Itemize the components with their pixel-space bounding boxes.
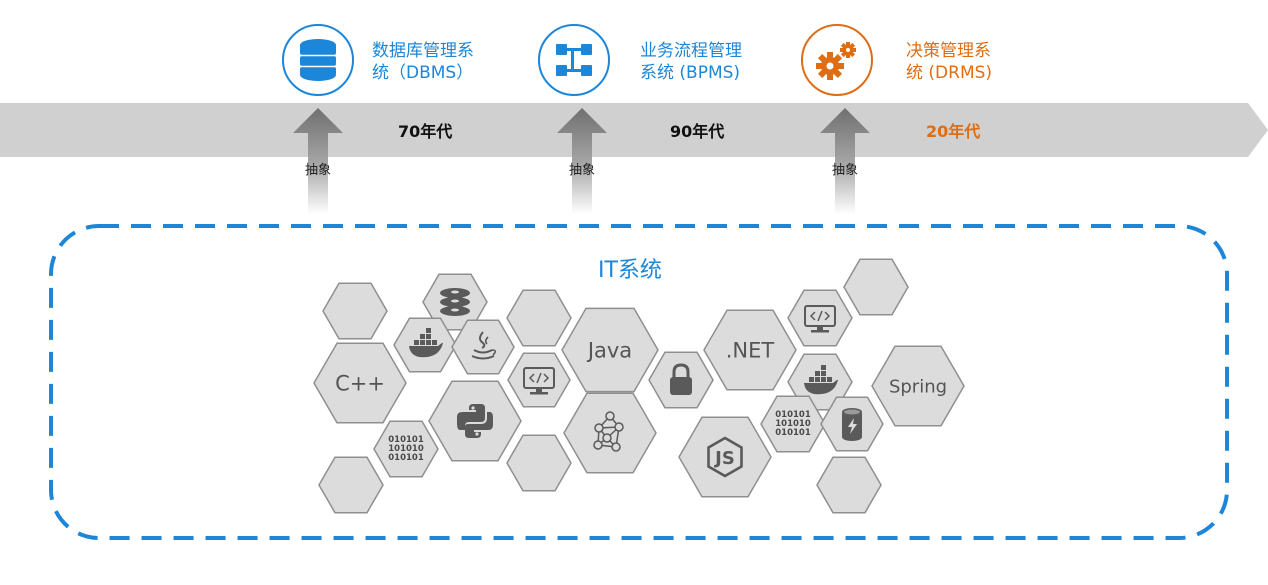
stage-label-dbms-line1: 数据库管理系 bbox=[372, 41, 474, 61]
era-label-70s: 70年代 bbox=[398, 122, 453, 141]
hexagon-tile: Spring bbox=[871, 345, 965, 427]
stage-label-drms-line1: 决策管理系 bbox=[906, 41, 991, 61]
hexagon-tile bbox=[820, 396, 884, 452]
stage-label-bpms: 业务流程管理 系统 (BPMS) bbox=[640, 40, 742, 84]
binary-text: 010101 bbox=[775, 410, 811, 420]
lock-icon bbox=[670, 363, 692, 395]
database-flash-icon bbox=[842, 408, 862, 441]
binary-text: 010101 bbox=[775, 428, 811, 438]
stage-label-bpms-line1: 业务流程管理 bbox=[640, 41, 742, 61]
hexagon-tile bbox=[507, 352, 571, 408]
hexagon-tile bbox=[816, 456, 882, 514]
binary-text: 010101 bbox=[388, 435, 424, 445]
hexagon-tile: .NET bbox=[703, 309, 797, 391]
hexagon-tile bbox=[787, 289, 853, 347]
abstraction-label-2: 抽象 bbox=[569, 163, 596, 178]
stage-circle-bpms bbox=[538, 24, 610, 96]
stage-label-bpms-line2: 系统 (BPMS) bbox=[640, 63, 741, 83]
nodejs-icon: JS bbox=[707, 436, 743, 478]
hexagon-tile bbox=[563, 392, 657, 474]
hexagon-label: Java bbox=[586, 338, 632, 362]
docker-icon bbox=[409, 328, 443, 358]
hexagon-tile bbox=[648, 351, 714, 409]
java-cup-icon bbox=[471, 331, 497, 360]
workflow-icon bbox=[556, 44, 592, 76]
binary-text: 101010 bbox=[775, 419, 811, 429]
it-system-title: IT系统 bbox=[598, 258, 662, 283]
hexagon-tile bbox=[422, 273, 488, 331]
monitor-code-icon bbox=[523, 367, 555, 395]
abstraction-arrow-1 bbox=[293, 108, 343, 214]
stage-label-drms-line2: 统 (DRMS) bbox=[906, 63, 993, 83]
hexagon-tile bbox=[393, 317, 457, 373]
hexagon-tile bbox=[428, 380, 522, 462]
docker-icon bbox=[804, 365, 838, 395]
abstraction-arrow-2 bbox=[557, 108, 607, 214]
hexagon-tile bbox=[451, 319, 515, 375]
stage-circle-dbms bbox=[282, 24, 354, 96]
stage-label-drms: 决策管理系 统 (DRMS) bbox=[906, 40, 992, 84]
hexagon-tile bbox=[506, 289, 572, 347]
hexagon-label: .NET bbox=[726, 338, 775, 362]
python-icon bbox=[457, 404, 493, 438]
hexagon-tile bbox=[506, 434, 572, 492]
svg-text:JS: JS bbox=[713, 448, 735, 469]
binary-text: 101010 bbox=[388, 444, 424, 454]
hexagon-label: C++ bbox=[335, 371, 385, 395]
hexagon-tile bbox=[318, 456, 384, 514]
hexagon-tile bbox=[843, 258, 909, 316]
binary-text: 010101 bbox=[388, 453, 424, 463]
hexagon-tile bbox=[322, 282, 388, 340]
stage-circle-drms bbox=[801, 24, 873, 96]
era-label-20s: 20年代 bbox=[926, 122, 981, 141]
gears-icon bbox=[816, 42, 856, 80]
hexagon-label: Spring bbox=[889, 376, 947, 397]
monitor-code-icon bbox=[804, 305, 836, 333]
era-label-90s: 90年代 bbox=[670, 122, 725, 141]
abstraction-arrow-3 bbox=[820, 108, 870, 214]
abstraction-label-1: 抽象 bbox=[305, 163, 332, 178]
database-icon bbox=[300, 39, 336, 81]
disk-stack-icon bbox=[440, 288, 470, 316]
stage-label-dbms: 数据库管理系 统（DBMS） bbox=[372, 40, 474, 84]
hexagon-tile: JS bbox=[678, 416, 772, 498]
network-graph-icon bbox=[593, 411, 624, 452]
hexagon-tile: C++ bbox=[313, 342, 407, 424]
hexagon-tile: Java bbox=[561, 307, 659, 393]
abstraction-label-3: 抽象 bbox=[832, 163, 859, 178]
stage-label-dbms-line2: 统（DBMS） bbox=[372, 63, 474, 83]
